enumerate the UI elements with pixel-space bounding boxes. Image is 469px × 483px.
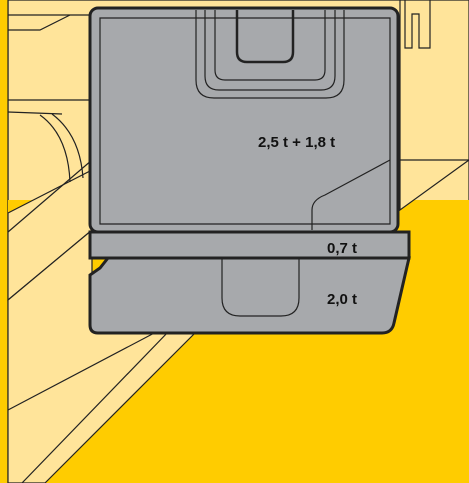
main-weight-label: 2,5 t + 1,8 t [258, 134, 335, 151]
bottom-counterweight [88, 256, 411, 335]
bottom-weight-label: 2,0 t [327, 291, 357, 308]
main-counterweight [88, 6, 400, 234]
counterweight-plate [88, 230, 411, 260]
lifting-eye-top [195, 10, 345, 99]
plate-weight-label: 0,7 t [327, 240, 357, 257]
